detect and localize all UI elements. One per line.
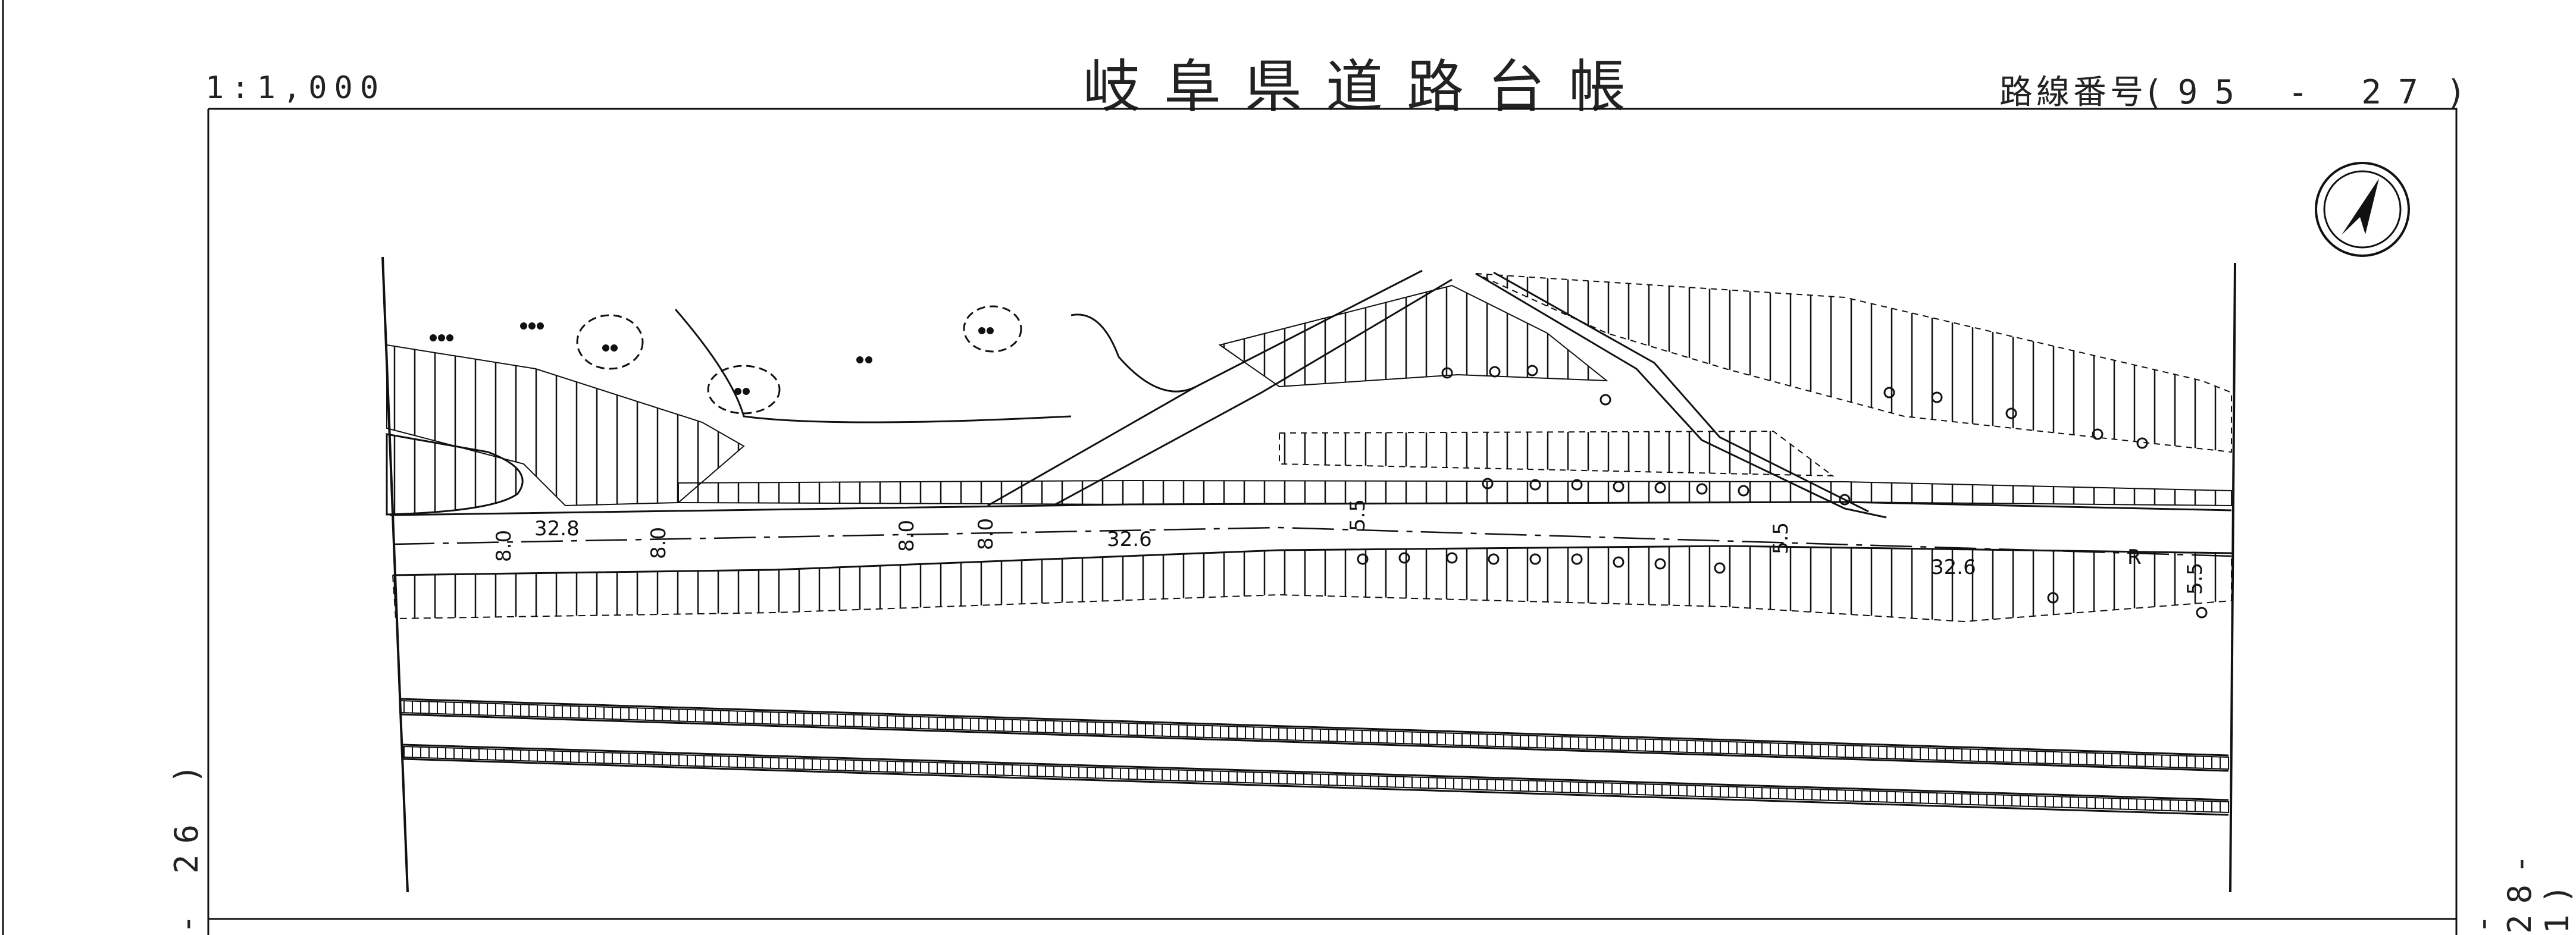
embankment-1-edge [399, 713, 2229, 772]
map-marker-label: R [2127, 545, 2142, 569]
tree-dots [430, 322, 994, 395]
hillside-central [1218, 284, 1609, 388]
route-suffix: ) [2449, 73, 2466, 112]
slope-south-hatch [392, 545, 2232, 623]
embankment-1-hatch [399, 699, 2229, 770]
road-width-labels: 8.0 8.0 8.0 8.0 5.5 5.5 5.5 [492, 499, 2207, 595]
creek [1493, 271, 1869, 513]
side-road [1053, 278, 1453, 507]
centerline-elevation-label: 32.6 [1107, 528, 1152, 551]
road-width-label: 8.0 [492, 530, 516, 562]
road-width-label: 5.5 [1346, 499, 1370, 531]
route-number: 路線番号( 95 - 27 ) [1999, 65, 2465, 114]
embankment-2-edge [402, 758, 2229, 816]
cul-de-sac [386, 433, 524, 516]
side-road [987, 269, 1423, 507]
road-centerline [392, 526, 2232, 557]
slope-north-hatch [678, 479, 2232, 507]
centerline-elevation-label: 32.8 [534, 517, 580, 541]
road-width-label: 8.0 [974, 518, 998, 550]
hillside-northeast [1475, 273, 2232, 453]
centerline-elevation-label: 32.6 [1931, 556, 1976, 579]
match-line-right [2229, 262, 2236, 893]
slope-northwest-hatch [386, 344, 745, 507]
slope-north-upper [1279, 430, 1835, 477]
creek [1475, 272, 1887, 519]
embankment-2-hatch [402, 745, 2229, 814]
north-arrow-icon [2315, 162, 2410, 257]
small-circles [1357, 365, 2208, 619]
embankment-2 [402, 743, 2229, 801]
embankment-1 [399, 698, 2229, 757]
road-width-label: 5.5 [2183, 563, 2207, 595]
road-width-label: 8.0 [647, 527, 671, 559]
route-number-value: 95 - 27 [2177, 73, 2435, 112]
vegetation-symbols [576, 305, 1197, 423]
map-scale: 1:1,000 [205, 70, 386, 106]
route-prefix: 路線番号( [1999, 73, 2164, 112]
road-width-label: 5.5 [1769, 522, 1793, 554]
map-frame [207, 108, 2458, 935]
road-width-label: 8.0 [895, 520, 919, 552]
